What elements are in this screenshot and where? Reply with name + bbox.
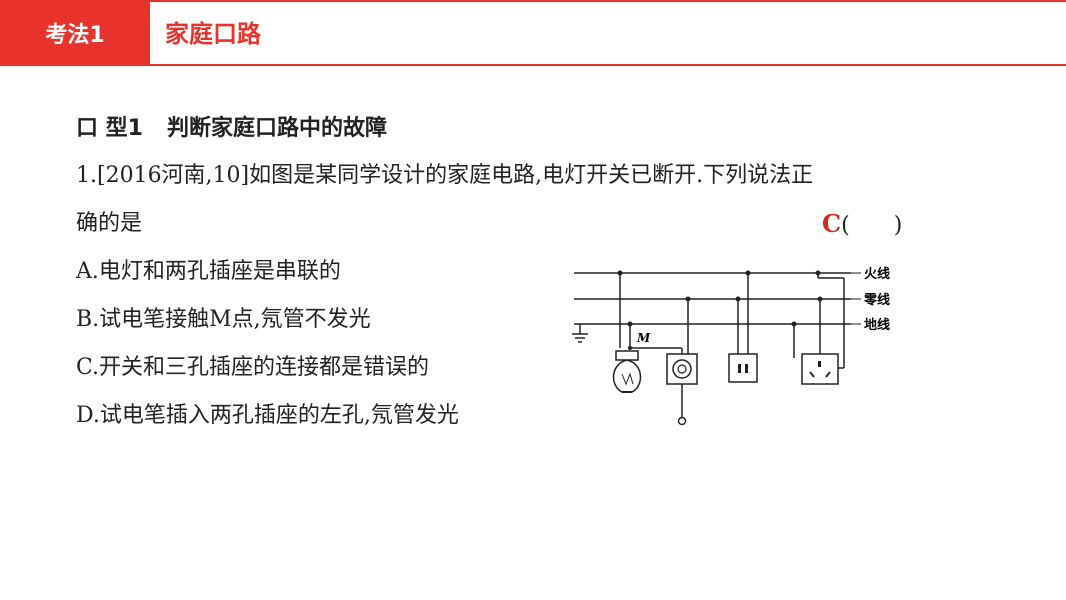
point-label: M xyxy=(636,331,651,345)
neutral-label: 零线 xyxy=(863,292,890,308)
type-title: 判断家庭口路中的故障 xyxy=(166,116,387,141)
header-top-rule xyxy=(150,0,1066,2)
lamp-holder xyxy=(615,350,639,361)
option-d: D.试电笔插入两孔插座的左孔,氖管发光 xyxy=(76,403,459,428)
circuit-svg: M 火线 零线 地 xyxy=(572,266,890,426)
option-c: C.开关和三孔插座的连接都是错误的 xyxy=(76,355,430,380)
bulb-icon xyxy=(612,359,642,393)
circuit-diagram: M 火线 零线 地 xyxy=(566,258,906,433)
header-bar: 考法1 家庭口路 xyxy=(0,0,1066,66)
page-title: 家庭口路 xyxy=(165,20,261,48)
live-label: 火线 xyxy=(864,266,890,282)
option-a: A.电灯和两孔插座是串联的 xyxy=(76,259,341,284)
answer-paren: ( ) xyxy=(841,213,903,238)
question-line-2: 确的是 C( ) xyxy=(76,200,996,248)
question-line-1: 1.[2016河南,10]如图是某同学设计的家庭电路,电灯开关已断开.下列说法正 xyxy=(76,163,814,188)
question-content: 口 型1 判断家庭口路中的故障 1.[2016河南,10]如图是某同学设计的家庭电… xyxy=(76,110,996,440)
question-line-2-text: 确的是 xyxy=(76,211,143,236)
ground-label: 地线 xyxy=(864,317,890,333)
answer-mark: C xyxy=(822,209,842,238)
type-heading: 口 型1 判断家庭口路中的故障 xyxy=(76,110,996,142)
header-bottom-rule xyxy=(150,64,1066,66)
three-hole-socket xyxy=(801,353,839,385)
header-tag: 考法1 xyxy=(0,0,150,66)
type-label: 口 型1 xyxy=(76,116,143,141)
two-hole-socket xyxy=(728,353,758,383)
option-b: B.试电笔接触M点,氖管不发光 xyxy=(76,307,371,332)
